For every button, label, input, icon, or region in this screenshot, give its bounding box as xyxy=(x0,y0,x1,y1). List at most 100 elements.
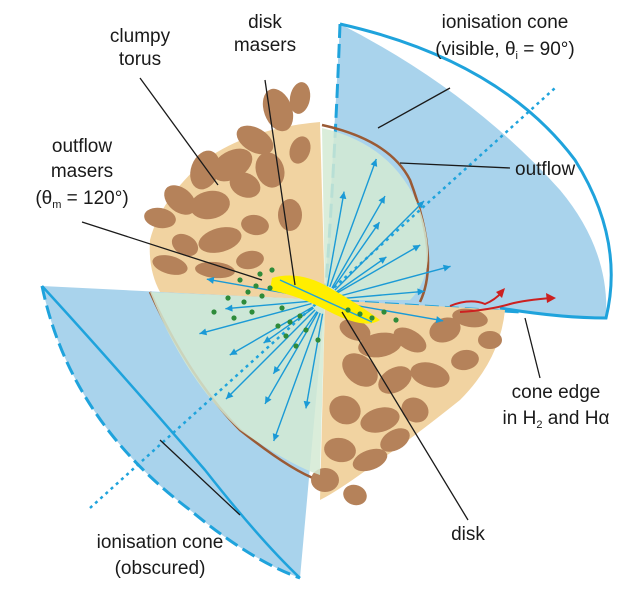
torus-clump xyxy=(329,395,361,425)
red-edge-line-2 xyxy=(459,297,553,313)
torus-clump xyxy=(360,407,400,433)
torus-clump xyxy=(241,214,269,236)
cone-visible-sub: i xyxy=(516,50,518,62)
label-disk-masers-line2: masers xyxy=(234,35,296,56)
outflow-arrow-shaft xyxy=(329,158,377,288)
cone-edge-prefix: in H xyxy=(503,408,537,429)
obscured-cone-rim xyxy=(41,285,301,579)
diagram-labels: clumpy torus disk masers ionisation cone… xyxy=(35,12,609,579)
maser-dot xyxy=(345,307,351,313)
leader-lines xyxy=(81,77,541,521)
outflow-arrow-shaft xyxy=(273,312,321,442)
label-cone-edge-line2: in H2 and Hα xyxy=(503,408,610,431)
leader-disk-masers xyxy=(264,79,296,286)
cone-edge-suffix: and Hα xyxy=(542,408,609,429)
outflow-arrow-shaft xyxy=(336,256,387,293)
maser-dot xyxy=(369,315,375,321)
torus-clump xyxy=(452,308,488,328)
label-disk: disk xyxy=(451,524,485,545)
maser-dot xyxy=(257,271,263,277)
maser-dot xyxy=(259,293,265,299)
maser-dot xyxy=(297,313,303,319)
maser-dot xyxy=(211,309,217,315)
torus-clump xyxy=(342,353,378,387)
cone-visible-prefix: (visible, θ xyxy=(435,39,515,60)
torus-clump xyxy=(198,227,242,253)
outflow-masers-prefix: (θ xyxy=(35,188,52,209)
visible-cone-rim xyxy=(339,22,613,320)
cone-edge-sub: 2 xyxy=(536,419,542,431)
red-edge-line-1 xyxy=(449,291,503,307)
outflow-arrow-head xyxy=(263,336,272,344)
label-cone-edge-line1: cone edge xyxy=(512,382,601,403)
outflow-arrow-head xyxy=(225,304,233,312)
outflow-arrow-head xyxy=(226,391,234,399)
torus-clump xyxy=(429,317,461,343)
torus-clump xyxy=(358,332,402,358)
torus-clump xyxy=(278,199,302,231)
outflow-arrow-head xyxy=(372,222,380,230)
maser-dot xyxy=(231,315,237,321)
torus-clump xyxy=(478,331,502,349)
torus-clump xyxy=(380,428,410,452)
maser-dot xyxy=(269,267,275,273)
outflow-masers-dots xyxy=(211,267,399,349)
cone-edge-h2-halpha xyxy=(449,288,556,313)
torus-clump xyxy=(229,172,261,198)
outflow-arrow-head xyxy=(412,245,421,252)
label-disk-masers-line1: disk xyxy=(248,12,282,33)
outflow-arrow-shaft xyxy=(272,311,318,375)
cone-visible-suffix: = 90°) xyxy=(518,39,575,60)
torus-clump xyxy=(164,185,196,215)
torus-clump xyxy=(289,136,311,164)
torus-clump xyxy=(190,150,220,190)
torus-clump xyxy=(451,349,479,371)
torus-clump xyxy=(410,362,450,388)
maser-dot xyxy=(357,311,363,317)
maser-dot xyxy=(283,333,289,339)
outflow-arrow-head xyxy=(272,433,280,441)
outflow-arrow-shaft xyxy=(264,311,319,405)
disk-center-line xyxy=(279,279,373,323)
torus-clump xyxy=(324,437,356,463)
leader-cone-edge xyxy=(524,317,541,379)
torus-clump xyxy=(289,82,311,114)
label-outflow-masers-line1: outflow xyxy=(52,136,112,157)
outflow-arrow-shaft xyxy=(336,244,421,294)
leader-cone-obscured xyxy=(159,439,241,516)
maser-dot xyxy=(393,317,399,323)
outflow-arrow-shaft xyxy=(332,221,381,289)
outflow-arrow-head xyxy=(378,256,387,264)
maser-dot xyxy=(293,343,299,349)
outflow-arrow-shaft xyxy=(305,313,324,409)
torus-clump xyxy=(401,397,429,423)
outflow-arrow-head xyxy=(199,328,208,336)
outflow-arrow-shaft xyxy=(338,265,451,298)
maser-dot xyxy=(253,283,259,289)
outflow-arrow-shaft xyxy=(199,302,312,335)
outflow-arrow-head xyxy=(206,276,215,284)
outflow-arrow-shaft xyxy=(225,309,316,400)
inner-cone-lower xyxy=(150,292,325,475)
label-outflow-masers-line2: masers xyxy=(51,161,113,182)
outflow-arrow-head xyxy=(265,396,272,404)
label-outflow: outflow xyxy=(515,159,575,180)
leader-outflow-masers xyxy=(81,221,263,281)
outflow-arrow-head xyxy=(229,348,238,355)
outflow-masers-suffix: = 120°) xyxy=(61,188,128,209)
outflow-arrow-head xyxy=(303,400,311,409)
label-clumpy-torus-line1: clumpy xyxy=(110,26,171,47)
outflow-arrow-shaft xyxy=(338,290,425,300)
torus-clump xyxy=(343,484,367,506)
label-outflow-masers-line3: (θm = 120°) xyxy=(35,188,128,211)
maser-dot xyxy=(303,327,309,333)
maser-dot xyxy=(225,295,231,301)
outflow-arrow-shaft xyxy=(263,307,314,344)
label-cone-obscured-line1: ionisation cone xyxy=(97,532,224,553)
outflow-arrow-head xyxy=(370,159,378,167)
maser-dot xyxy=(267,285,273,291)
torus-clump xyxy=(190,190,230,220)
maser-dot xyxy=(381,309,387,315)
maser-dot xyxy=(249,309,255,315)
